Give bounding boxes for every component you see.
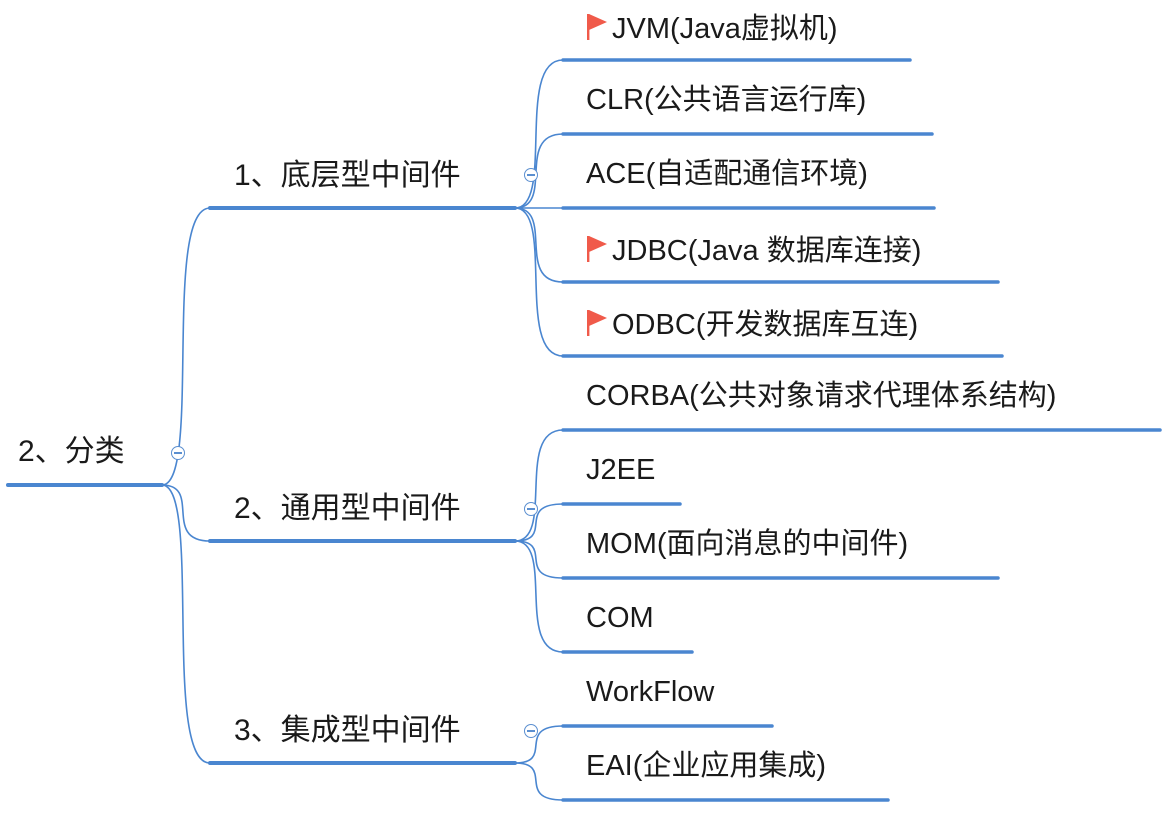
flag-icon xyxy=(587,236,607,262)
root-to-branch-connector xyxy=(161,484,211,542)
leaf-node-eai[interactable]: EAI(企业应用集成) xyxy=(586,752,826,781)
leaf-label: J2EE xyxy=(586,454,656,486)
branch-to-leaf-connector xyxy=(514,429,564,542)
leaf-label: COM xyxy=(586,602,654,634)
branch-node-bottom-layer[interactable]: 1、底层型中间件 xyxy=(234,161,461,191)
root-to-branch-connector xyxy=(161,484,211,764)
leaf-label: JDBC(Java 数据库连接) xyxy=(612,235,922,267)
leaf-node-mom[interactable]: MOM(面向消息的中间件) xyxy=(586,530,908,559)
leaf-label: CORBA(公共对象请求代理体系结构) xyxy=(586,380,1057,412)
leaf-label: ACE(自适配通信环境) xyxy=(586,158,868,190)
branch-to-leaf-connector xyxy=(514,207,564,357)
branch-to-leaf-connector xyxy=(514,133,564,209)
root-to-branch-connector xyxy=(161,207,211,486)
root-collapse-icon[interactable] xyxy=(171,446,185,460)
root-node[interactable]: 2、分类 xyxy=(18,437,125,467)
branch-node-integration[interactable]: 3、集成型中间件 xyxy=(234,716,461,746)
leaf-label: EAI(企业应用集成) xyxy=(586,750,827,782)
leaf-label: CLR(公共语言运行库) xyxy=(586,84,867,116)
flag-icon xyxy=(587,14,607,40)
branch-to-leaf-connector xyxy=(514,762,564,801)
leaf-node-jdbc[interactable]: JDBC(Java 数据库连接) xyxy=(586,234,921,266)
branch-2-collapse-icon[interactable] xyxy=(524,502,538,516)
branch-to-leaf-connector xyxy=(514,207,564,283)
branch-to-leaf-connector xyxy=(514,725,564,764)
leaf-node-ace[interactable]: ACE(自适配通信环境) xyxy=(586,160,868,189)
branch-to-leaf-connector xyxy=(514,540,564,579)
leaf-node-com[interactable]: COM xyxy=(586,604,654,633)
branch-1-collapse-icon[interactable] xyxy=(524,168,538,182)
root-label: 2、分类 xyxy=(18,435,125,468)
leaf-node-j2ee[interactable]: J2EE xyxy=(586,456,655,485)
leaf-label: JVM(Java虚拟机) xyxy=(612,13,838,45)
leaf-node-corba[interactable]: CORBA(公共对象请求代理体系结构) xyxy=(586,382,1056,411)
branch-label: 2、通用型中间件 xyxy=(234,492,461,525)
leaf-node-clr[interactable]: CLR(公共语言运行库) xyxy=(586,86,866,115)
leaf-label: WorkFlow xyxy=(586,676,715,708)
branch-to-leaf-connector xyxy=(514,540,564,653)
branch-label: 1、底层型中间件 xyxy=(234,159,461,192)
flag-icon xyxy=(587,310,607,336)
leaf-node-odbc[interactable]: ODBC(开发数据库互连) xyxy=(586,308,918,340)
branch-to-leaf-connector xyxy=(514,59,564,209)
leaf-label: MOM(面向消息的中间件) xyxy=(586,528,909,560)
branch-node-general[interactable]: 2、通用型中间件 xyxy=(234,494,461,524)
leaf-node-jvm[interactable]: JVM(Java虚拟机) xyxy=(586,12,838,44)
leaf-label: ODBC(开发数据库互连) xyxy=(612,309,919,341)
branch-label: 3、集成型中间件 xyxy=(234,714,461,747)
branch-3-collapse-icon[interactable] xyxy=(524,724,538,738)
leaf-node-workflow[interactable]: WorkFlow xyxy=(586,678,714,707)
branch-to-leaf-connector xyxy=(514,503,564,542)
